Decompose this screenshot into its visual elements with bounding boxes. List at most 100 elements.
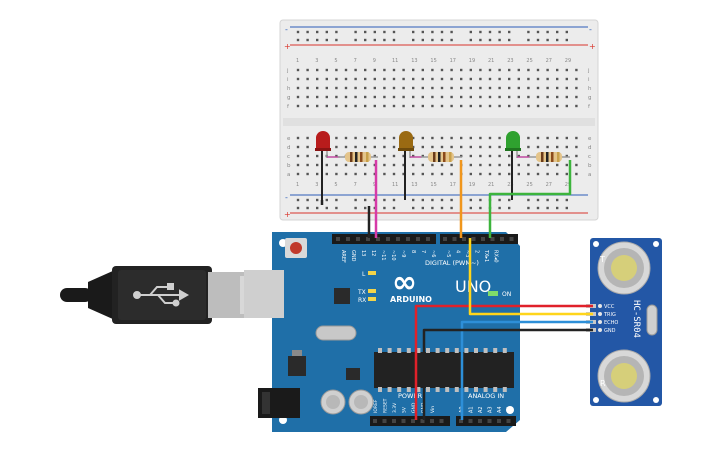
- breadboard-hole[interactable]: [508, 172, 511, 176]
- breadboard-hole[interactable]: [469, 172, 472, 176]
- breadboard-hole[interactable]: [402, 104, 405, 108]
- breadboard-hole[interactable]: [508, 77, 511, 81]
- rail-hole[interactable]: [556, 206, 559, 210]
- rail-hole[interactable]: [546, 198, 549, 202]
- breadboard-hole[interactable]: [431, 68, 434, 72]
- rail-hole[interactable]: [354, 198, 357, 202]
- breadboard-hole[interactable]: [412, 68, 415, 72]
- reset-button-cap[interactable]: [290, 242, 302, 254]
- breadboard-hole[interactable]: [450, 86, 453, 90]
- rail-hole[interactable]: [316, 38, 319, 42]
- breadboard-hole[interactable]: [296, 68, 300, 72]
- breadboard-hole[interactable]: [527, 104, 530, 108]
- breadboard-hole[interactable]: [335, 77, 338, 81]
- breadboard-hole[interactable]: [306, 154, 309, 158]
- rail-hole[interactable]: [335, 198, 338, 202]
- breadboard-hole[interactable]: [546, 68, 549, 72]
- breadboard-hole[interactable]: [488, 172, 492, 176]
- header-hole[interactable]: [376, 237, 380, 241]
- header-hole[interactable]: [478, 419, 482, 423]
- header-hole[interactable]: [420, 419, 425, 423]
- rail-hole[interactable]: [325, 198, 328, 202]
- breadboard-hole[interactable]: [344, 145, 348, 149]
- header-hole[interactable]: [459, 419, 463, 423]
- breadboard-hole[interactable]: [565, 95, 568, 99]
- breadboard-hole[interactable]: [402, 172, 405, 176]
- rail-hole[interactable]: [527, 30, 530, 34]
- breadboard-hole[interactable]: [306, 145, 309, 149]
- breadboard-hole[interactable]: [556, 172, 559, 176]
- breadboard-hole[interactable]: [364, 95, 367, 99]
- breadboard-hole[interactable]: [565, 136, 568, 140]
- rail-hole[interactable]: [412, 206, 415, 210]
- breadboard-hole[interactable]: [479, 172, 482, 176]
- rail-hole[interactable]: [536, 38, 540, 42]
- breadboard-hole[interactable]: [373, 68, 376, 72]
- rail-hole[interactable]: [536, 30, 540, 34]
- wire-green-pin3[interactable]: [488, 160, 572, 238]
- breadboard-hole[interactable]: [575, 154, 578, 158]
- breadboard-hole[interactable]: [412, 136, 415, 140]
- breadboard-hole[interactable]: [316, 86, 319, 90]
- breadboard-hole[interactable]: [527, 154, 530, 158]
- rail-hole[interactable]: [488, 38, 492, 42]
- rail-hole[interactable]: [364, 198, 367, 202]
- breadboard-hole[interactable]: [565, 104, 568, 108]
- breadboard-hole[interactable]: [565, 86, 568, 90]
- rail-hole[interactable]: [498, 206, 501, 210]
- breadboard-hole[interactable]: [469, 86, 472, 90]
- rail-hole[interactable]: [383, 38, 386, 42]
- breadboard-hole[interactable]: [421, 86, 424, 90]
- breadboard-hole[interactable]: [373, 104, 376, 108]
- breadboard-hole[interactable]: [306, 163, 309, 167]
- breadboard-hole[interactable]: [498, 154, 501, 158]
- breadboard-hole[interactable]: [383, 172, 386, 176]
- breadboard-hole[interactable]: [527, 77, 530, 81]
- breadboard-hole[interactable]: [431, 172, 434, 176]
- breadboard-hole[interactable]: [536, 163, 540, 167]
- arduino-board[interactable]: L TX RX ON ∞ ARDUINO UNO DIGITAL (PWM~) …: [244, 232, 520, 432]
- breadboard-hole[interactable]: [536, 77, 540, 81]
- breadboard-hole[interactable]: [431, 104, 434, 108]
- breadboard-hole[interactable]: [421, 145, 424, 149]
- rail-hole[interactable]: [306, 206, 309, 210]
- header-hole[interactable]: [356, 237, 360, 241]
- breadboard-hole[interactable]: [344, 104, 348, 108]
- breadboard-hole[interactable]: [536, 86, 540, 90]
- breadboard-hole[interactable]: [575, 104, 578, 108]
- breadboard-hole[interactable]: [517, 172, 520, 176]
- breadboard-hole[interactable]: [460, 104, 463, 108]
- rail-hole[interactable]: [392, 30, 396, 34]
- breadboard-hole[interactable]: [546, 136, 549, 140]
- breadboard-hole[interactable]: [556, 95, 559, 99]
- rail-hole[interactable]: [431, 198, 434, 202]
- rail-hole[interactable]: [306, 30, 309, 34]
- rail-hole[interactable]: [498, 30, 501, 34]
- breadboard-hole[interactable]: [344, 77, 348, 81]
- breadboard-hole[interactable]: [392, 95, 396, 99]
- breadboard-hole[interactable]: [450, 145, 453, 149]
- breadboard-hole[interactable]: [565, 145, 568, 149]
- breadboard-hole[interactable]: [565, 154, 568, 158]
- breadboard-hole[interactable]: [364, 86, 367, 90]
- breadboard-hole[interactable]: [354, 86, 357, 90]
- breadboard-hole[interactable]: [364, 77, 367, 81]
- breadboard-hole[interactable]: [306, 68, 309, 72]
- rail-hole[interactable]: [508, 30, 511, 34]
- breadboard-hole[interactable]: [575, 136, 578, 140]
- breadboard-hole[interactable]: [383, 95, 386, 99]
- breadboard-hole[interactable]: [460, 95, 463, 99]
- breadboard-hole[interactable]: [469, 163, 472, 167]
- wire-yellow-trig[interactable]: [468, 238, 593, 316]
- rail-hole[interactable]: [421, 38, 424, 42]
- breadboard-hole[interactable]: [546, 95, 549, 99]
- rail-hole[interactable]: [383, 198, 386, 202]
- rail-hole[interactable]: [354, 38, 357, 42]
- breadboard-hole[interactable]: [450, 163, 453, 167]
- header-hole[interactable]: [401, 419, 406, 423]
- breadboard-hole[interactable]: [412, 163, 415, 167]
- breadboard-hole[interactable]: [335, 86, 338, 90]
- breadboard-hole[interactable]: [402, 77, 405, 81]
